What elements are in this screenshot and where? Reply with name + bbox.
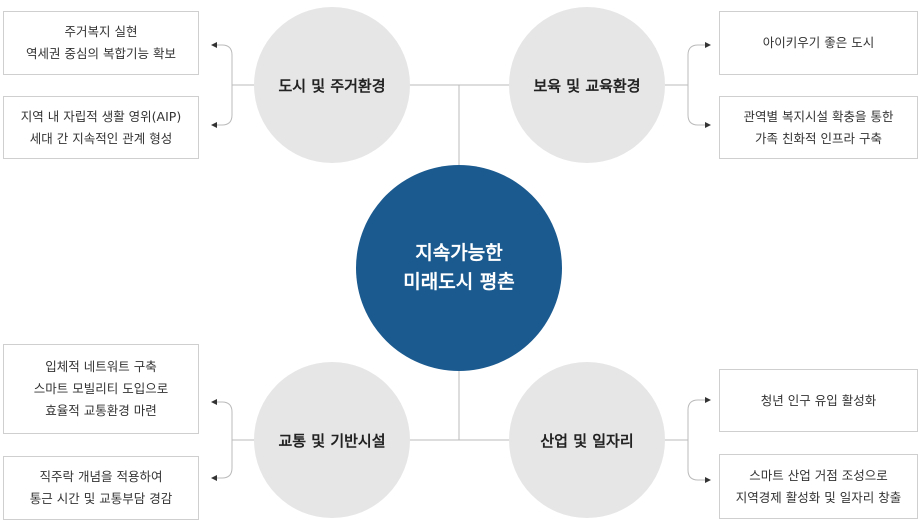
item-text: 역세권 중심의 복합기능 확보 bbox=[26, 46, 176, 61]
central-goal: 지속가능한 미래도시 평촌 bbox=[356, 165, 562, 371]
central-goal-line: 미래도시 평촌 bbox=[403, 271, 515, 293]
item-text: 아이키우기 좋은 도시 bbox=[762, 35, 875, 50]
item-text: 청년 인구 유입 활성화 bbox=[760, 392, 877, 408]
item-text: 주거복지 실현 bbox=[64, 24, 138, 39]
category-label: 산업 및 일자리 bbox=[540, 431, 634, 450]
item-text: 지역 내 자립적 생활 영위(AIP) bbox=[20, 108, 182, 124]
item-text: 입체적 네트워트 구축 bbox=[45, 359, 157, 374]
category-label: 도시 및 주거환경 bbox=[278, 76, 386, 95]
item-box: 주거복지 실현 역세권 중심의 복합기능 확보 bbox=[3, 11, 199, 75]
item-box: 관역별 복지시설 확충을 통한 가족 친화적 인프라 구축 bbox=[719, 96, 918, 159]
category-urban-housing: 도시 및 주거환경 bbox=[254, 7, 410, 163]
item-text: 가족 친화적 인프라 구축 bbox=[755, 130, 882, 146]
category-label: 교통 및 기반시설 bbox=[278, 431, 386, 450]
item-box: 입체적 네트워트 구축 스마트 모빌리티 도입으로 효율적 교통환경 마련 bbox=[3, 344, 199, 434]
item-box: 청년 인구 유입 활성화 bbox=[719, 369, 918, 432]
item-text: 스마트 모빌리티 도입으로 bbox=[33, 381, 169, 396]
item-text: 지역경제 활성화 및 일자리 창출 bbox=[735, 489, 902, 505]
category-childcare-education: 보육 및 교육환경 bbox=[509, 7, 665, 163]
item-box: 지역 내 자립적 생활 영위(AIP) 세대 간 지속적인 관계 형성 bbox=[3, 96, 199, 159]
item-box: 스마트 산업 거점 조성으로 지역경제 활성화 및 일자리 창출 bbox=[719, 454, 918, 519]
category-label: 보육 및 교육환경 bbox=[533, 76, 641, 95]
category-transport-infrastructure: 교통 및 기반시설 bbox=[254, 362, 410, 518]
item-text: 관역별 복지시설 확충을 통한 bbox=[743, 108, 894, 124]
item-text: 직주락 개념을 적용하여 bbox=[39, 469, 163, 484]
item-text: 스마트 산업 거점 조성으로 bbox=[749, 467, 888, 483]
item-text: 통근 시간 및 교통부담 경감 bbox=[29, 491, 173, 506]
category-industry-jobs: 산업 및 일자리 bbox=[509, 362, 665, 518]
item-box: 직주락 개념을 적용하여 통근 시간 및 교통부담 경감 bbox=[3, 456, 199, 520]
central-goal-line: 지속가능한 bbox=[415, 242, 503, 264]
item-text: 효율적 교통환경 마련 bbox=[45, 403, 157, 418]
item-text: 세대 간 지속적인 관계 형성 bbox=[29, 130, 173, 146]
item-box: 아이키우기 좋은 도시 bbox=[719, 11, 918, 75]
